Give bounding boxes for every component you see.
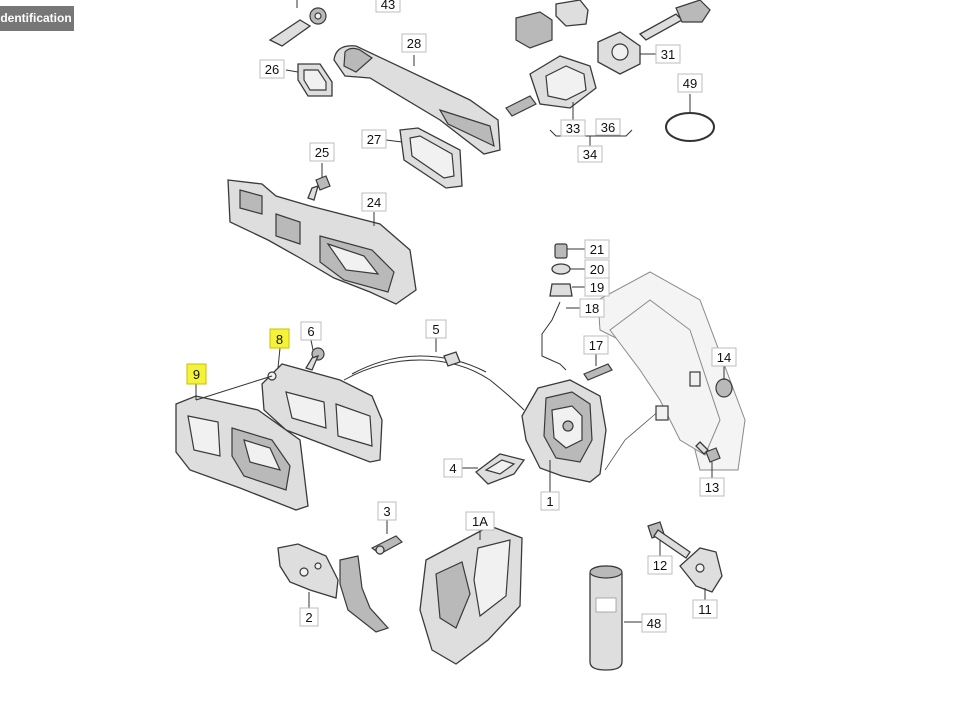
key-part (638, 0, 711, 41)
screw-12 (647, 521, 691, 559)
door-frame (597, 271, 746, 471)
callout-48[interactable]: 48 (641, 613, 667, 633)
callout-1A[interactable]: 1A (465, 511, 495, 531)
svg-text:8: 8 (276, 332, 283, 347)
striker-11 (679, 547, 723, 593)
bracket-2 (277, 543, 390, 633)
svg-text:49: 49 (683, 76, 697, 91)
svg-text:17: 17 (589, 338, 603, 353)
svg-text:27: 27 (367, 132, 381, 147)
handle-insert-4 (475, 453, 526, 485)
callout-11[interactable]: 11 (692, 599, 718, 619)
callout-26[interactable]: 26 (259, 59, 285, 79)
screw-6 (305, 347, 325, 371)
bush-19 (549, 283, 573, 297)
svg-text:14: 14 (717, 350, 731, 365)
svg-text:13: 13 (705, 480, 719, 495)
svg-text:21: 21 (590, 242, 604, 257)
svg-text:36: 36 (601, 120, 615, 135)
svg-text:48: 48 (647, 616, 661, 631)
callout-17[interactable]: 17 (583, 335, 609, 355)
svg-text:34: 34 (583, 147, 597, 162)
leader-lines (195, 0, 725, 623)
callout-28[interactable]: 28 (401, 33, 427, 53)
bolt-21 (554, 243, 568, 259)
handle-gasket-part (399, 127, 463, 189)
callout-3[interactable]: 3 (377, 501, 397, 521)
svg-text:24: 24 (367, 195, 381, 210)
cylinder-housing-31 (597, 31, 641, 75)
callout-24[interactable]: 24 (361, 192, 387, 212)
svg-text:4: 4 (449, 461, 456, 476)
callout-49[interactable]: 49 (677, 73, 703, 93)
svg-text:9: 9 (193, 367, 200, 382)
pin-3 (370, 535, 403, 555)
callout-12[interactable]: 12 (647, 555, 673, 575)
screw-13 (695, 441, 721, 463)
gasket-part (297, 63, 333, 97)
washer-20 (551, 263, 571, 275)
carrier-1A (419, 525, 523, 665)
callout-34[interactable]: 34 (577, 145, 603, 163)
callout-20[interactable]: 20 (584, 259, 610, 279)
svg-text:5: 5 (432, 322, 439, 337)
svg-text:25: 25 (315, 145, 329, 160)
svg-text:26: 26 (265, 62, 279, 77)
small-lever-part (268, 7, 327, 47)
outer-handle-part (333, 45, 501, 155)
callout-19[interactable]: 19 (584, 277, 610, 297)
callout-8-highlighted[interactable]: 8 (269, 328, 290, 349)
svg-text:1A: 1A (472, 514, 488, 529)
callout-14[interactable]: 14 (711, 347, 737, 367)
callout-31[interactable]: 31 (655, 44, 681, 64)
callout-13[interactable]: 13 (699, 477, 725, 497)
svg-text:2: 2 (305, 610, 312, 625)
callout-5[interactable]: 5 (425, 319, 447, 339)
handle-carrier-part (227, 179, 417, 305)
door-lock-part (521, 379, 607, 483)
svg-text:31: 31 (661, 47, 675, 62)
callout-25[interactable]: 25 (309, 142, 335, 162)
svg-text:43: 43 (381, 0, 395, 12)
identification-tab[interactable]: Identification (0, 6, 74, 31)
callout-21[interactable]: 21 (584, 239, 610, 259)
pin-17 (583, 363, 613, 381)
callout-2[interactable]: 2 (299, 607, 319, 627)
svg-text:6: 6 (307, 324, 314, 339)
callout-labels: 43 28 26 27 25 24 31 49 33 36 34 21 20 1… (186, 0, 737, 633)
grommet-14 (715, 378, 733, 398)
svg-text:20: 20 (590, 262, 604, 277)
seal-ring-49 (665, 112, 715, 142)
callout-6[interactable]: 6 (300, 321, 322, 341)
trim-cover-9 (175, 395, 309, 511)
callout-33[interactable]: 33 (560, 119, 586, 137)
rod-18 (541, 301, 567, 371)
lock-cylinder-cap (515, 0, 589, 49)
svg-text:1: 1 (546, 494, 553, 509)
svg-text:18: 18 (585, 301, 599, 316)
trim-frame-8 (261, 363, 383, 463)
callout-4[interactable]: 4 (443, 458, 463, 478)
callout-1[interactable]: 1 (540, 491, 560, 511)
svg-text:11: 11 (698, 602, 712, 617)
svg-text:28: 28 (407, 36, 421, 51)
svg-text:3: 3 (383, 504, 390, 519)
svg-text:12: 12 (653, 558, 667, 573)
lock-cylinder-part (505, 55, 597, 117)
cable-5 (343, 351, 525, 411)
callout-9-highlighted[interactable]: 9 (186, 363, 207, 385)
svg-text:19: 19 (590, 280, 604, 295)
screw-25 (307, 175, 331, 201)
callout-43[interactable]: 43 (375, 0, 401, 13)
svg-text:33: 33 (566, 121, 580, 136)
callout-27[interactable]: 27 (361, 129, 387, 149)
grease-can-48 (589, 565, 623, 671)
callout-36[interactable]: 36 (595, 118, 621, 136)
callout-18[interactable]: 18 (579, 298, 605, 318)
